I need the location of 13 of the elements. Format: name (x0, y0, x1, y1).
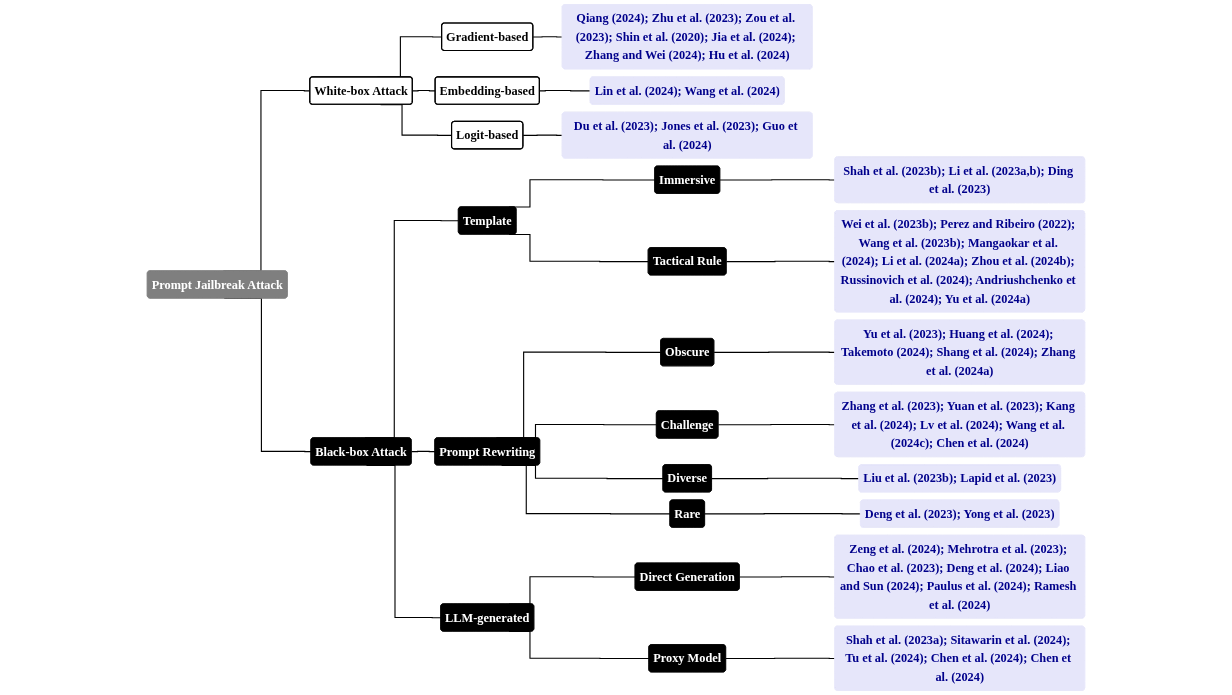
connector (412, 90, 436, 92)
connector (532, 36, 563, 38)
connector (522, 134, 563, 136)
connector (739, 576, 836, 578)
connector (539, 90, 591, 92)
connector (704, 513, 862, 515)
connector (711, 477, 860, 480)
connector (719, 179, 836, 181)
connector (725, 657, 836, 660)
connector (411, 450, 436, 453)
connector (713, 351, 836, 353)
connector (717, 423, 836, 426)
connector (725, 260, 836, 263)
